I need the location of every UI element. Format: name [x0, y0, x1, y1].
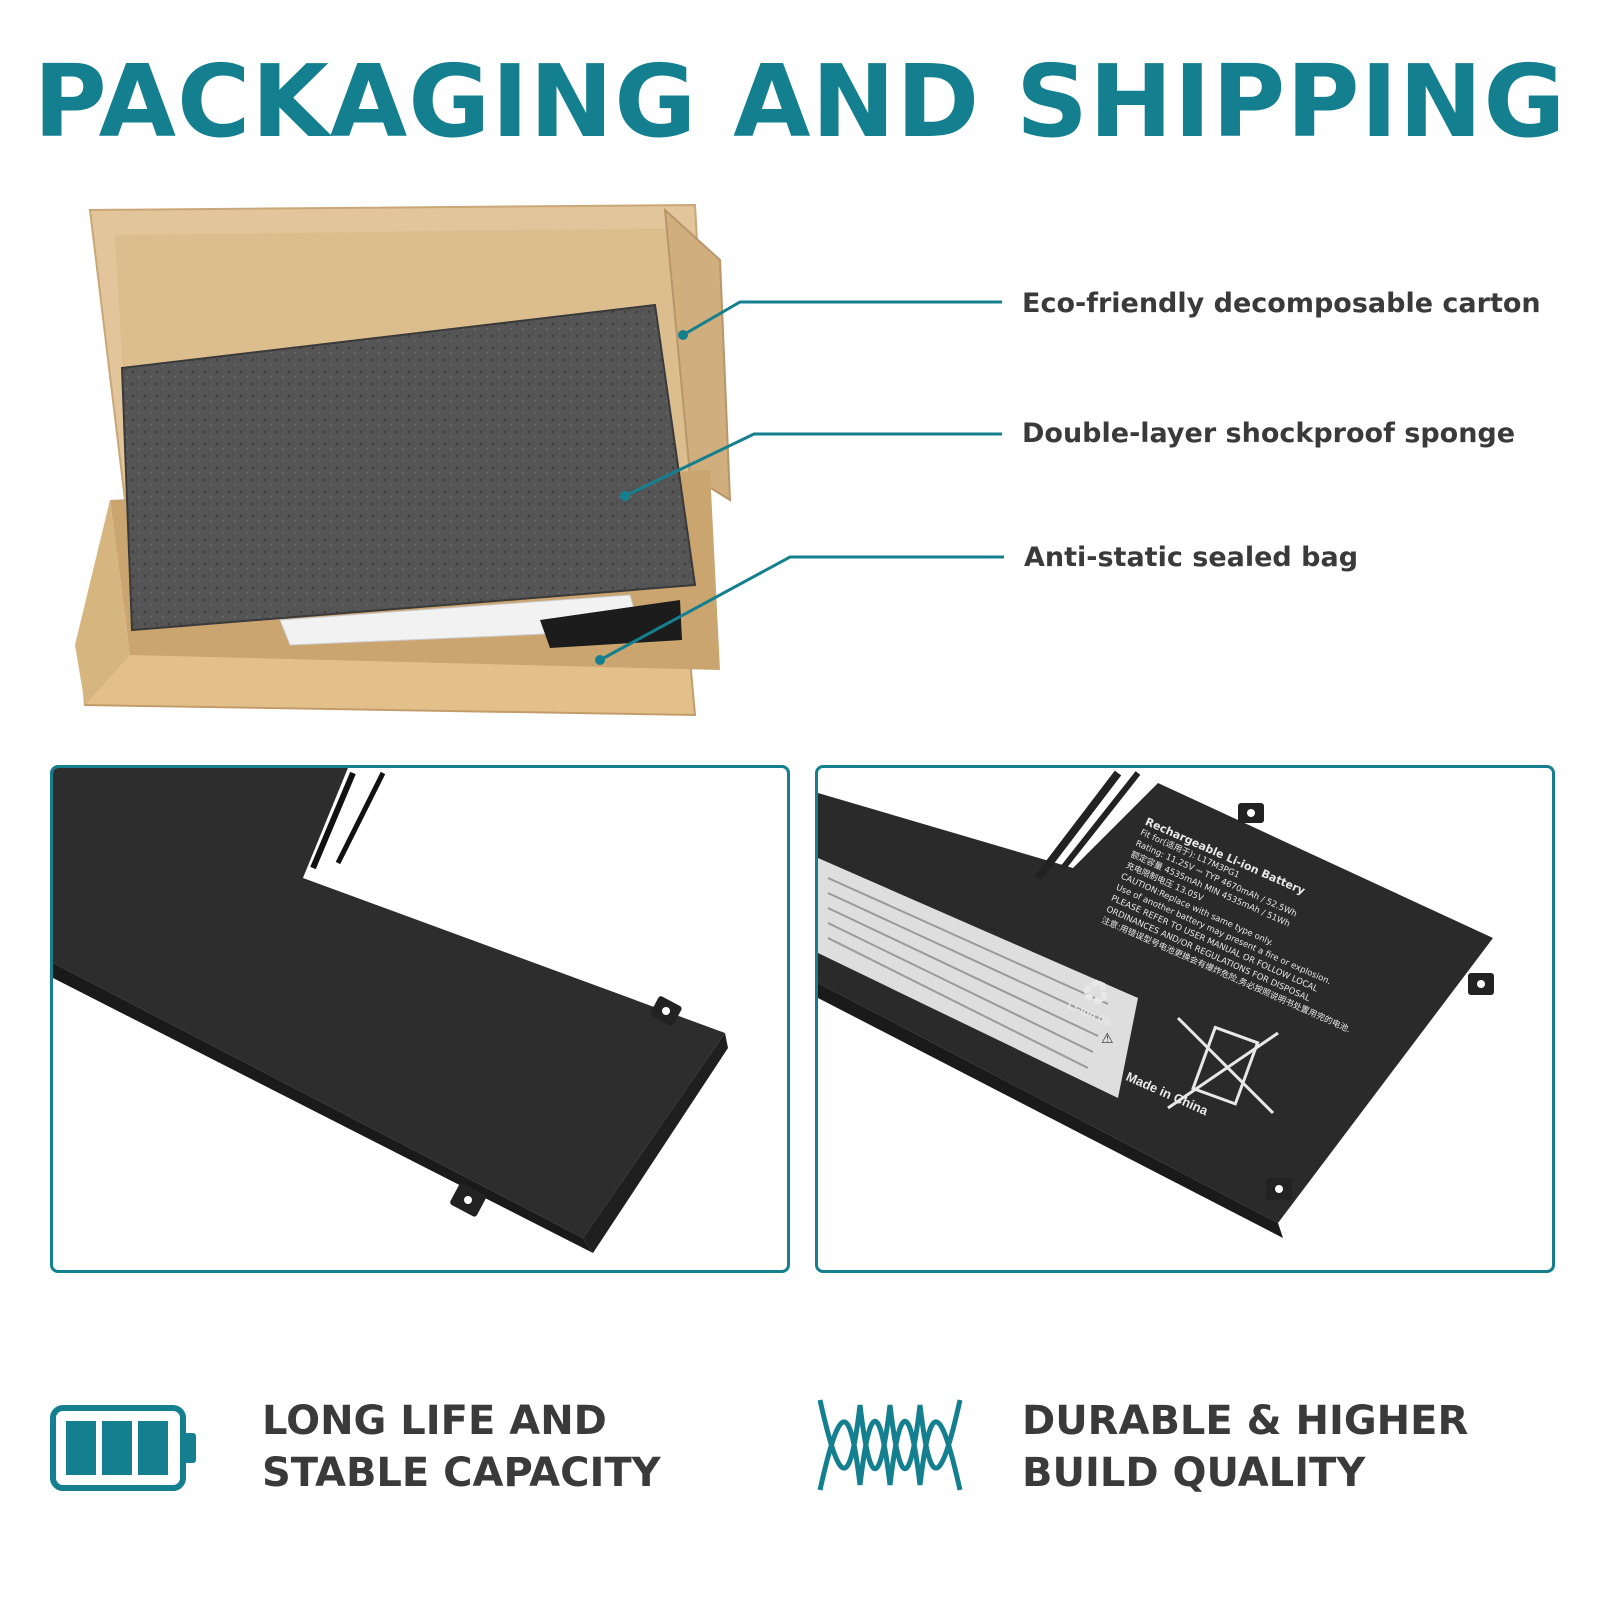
callout-sponge: Double-layer shockproof sponge	[1022, 418, 1516, 449]
battery-icon	[50, 1405, 200, 1491]
warning-icon: ⚠	[1101, 1030, 1114, 1046]
battery-front-image	[818, 770, 1494, 1238]
battery-front-panel: Rechargeable Li-ion Battery Fit for(适用于)…	[815, 765, 1555, 1273]
callout-dot-carton	[678, 330, 688, 340]
twisted-wire-icon	[815, 1395, 965, 1495]
feature-long-life-line1: LONG LIFE AND	[262, 1398, 607, 1444]
callout-lines	[595, 300, 1004, 665]
feature-durable-line1: DURABLE & HIGHER	[1022, 1398, 1469, 1444]
callout-line-sponge	[624, 432, 1002, 498]
callout-line-bag	[599, 555, 1004, 662]
page-title: PACKAGING AND SHIPPING	[33, 43, 1567, 160]
feature-durable-line2: BUILD QUALITY	[1022, 1450, 1366, 1496]
battery-back-image	[53, 768, 728, 1253]
feature-long-life-line2: STABLE CAPACITY	[262, 1450, 661, 1496]
callout-line-carton	[682, 300, 1002, 337]
packaging-box-image	[70, 200, 750, 730]
feature-long-life: LONG LIFE AND STABLE CAPACITY	[262, 1395, 661, 1499]
callout-dot-bag	[595, 655, 605, 665]
crossed-bin-icon	[1167, 1016, 1279, 1115]
callout-dot-sponge	[620, 491, 630, 501]
callout-carton: Eco-friendly decomposable carton	[1022, 288, 1541, 319]
battery-back-panel	[50, 765, 790, 1273]
feature-durable: DURABLE & HIGHER BUILD QUALITY	[1022, 1395, 1468, 1499]
callout-bag: Anti-static sealed bag	[1024, 542, 1359, 573]
